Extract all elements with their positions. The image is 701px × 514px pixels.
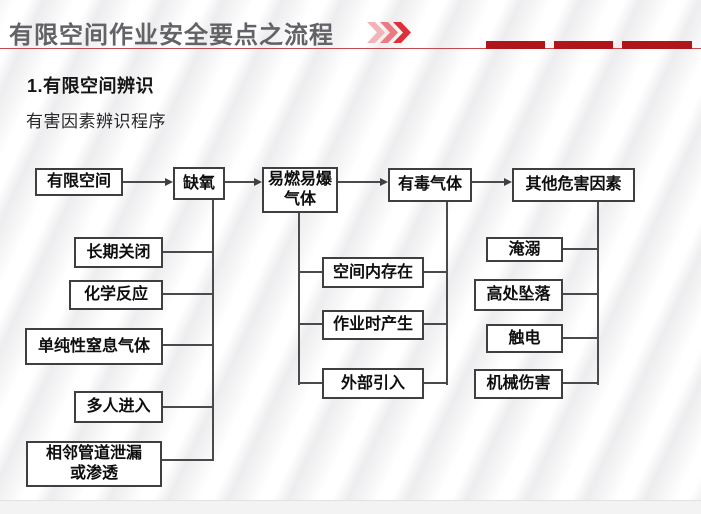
- flow-node-limited-space: 有限空间: [35, 168, 123, 196]
- header-accent-bar: [554, 41, 613, 49]
- connector-line: [562, 382, 599, 384]
- flow-node-drowning: 淹溺: [486, 237, 563, 262]
- connector-line: [298, 382, 324, 384]
- connector-line: [562, 337, 599, 339]
- flow-node-oxygen-deficiency: 缺氧: [173, 167, 225, 200]
- arrow-line: [338, 181, 382, 183]
- connector-line: [422, 271, 448, 273]
- arrow-right-icon: [254, 178, 262, 186]
- slide-title: 有限空间作业安全要点之流程: [9, 22, 334, 49]
- flow-node-toxic-gas: 有毒气体: [388, 168, 472, 202]
- page-bottom-margin: [0, 500, 701, 514]
- connector-line: [422, 323, 448, 325]
- connector-line: [162, 459, 214, 461]
- flow-node-electric-shock: 触电: [486, 324, 563, 353]
- flow-node-other-hazards: 其他危害因素: [512, 168, 635, 202]
- header-underline: [0, 48, 701, 49]
- header-accent-bar: [622, 41, 692, 49]
- connector-line: [163, 293, 214, 295]
- connector-line: [298, 323, 324, 325]
- connector-line: [298, 271, 324, 273]
- header-accent-bar: [486, 41, 545, 49]
- connector-line: [163, 406, 214, 408]
- arrow-right-icon: [504, 178, 512, 186]
- flow-node-flammable-gas: 易燃易爆 气体: [262, 167, 338, 213]
- connector-line: [562, 293, 599, 295]
- connector-trunk-oxygen: [212, 199, 214, 461]
- arrow-line: [471, 181, 506, 183]
- flow-node-adjacent-pipeline-leak: 相邻管道泄漏 或渗透: [26, 441, 162, 487]
- flow-node-long-closed: 长期关闭: [74, 237, 163, 268]
- arrow-line: [225, 181, 256, 183]
- arrow-right-icon: [380, 178, 388, 186]
- flow-node-produced-during-work: 作业时产生: [322, 310, 424, 340]
- flow-node-multiple-entry: 多人进入: [74, 391, 163, 423]
- connector-line: [562, 248, 599, 250]
- arrow-right-icon: [165, 178, 173, 186]
- flow-node-external-introduction: 外部引入: [322, 368, 424, 399]
- flow-node-exists-in-space: 空间内存在: [322, 257, 424, 288]
- section-subtitle: 有害因素辨识程序: [26, 112, 166, 131]
- connector-trunk-toxic: [446, 201, 448, 385]
- flow-node-mechanical-injury: 机械伤害: [474, 369, 563, 399]
- connector-line: [422, 382, 448, 384]
- connector-line: [163, 344, 214, 346]
- triple-chevron-right-icon: [367, 22, 411, 43]
- connector-line: [163, 251, 214, 253]
- flow-node-fall-from-height: 高处坠落: [474, 279, 563, 311]
- arrow-line: [123, 181, 167, 183]
- flow-node-simple-asphyxiant-gas: 单纯性窒息气体: [25, 328, 163, 365]
- connector-trunk-flammable: [298, 211, 300, 385]
- section-heading: 1.有限空间辨识: [27, 76, 155, 96]
- flow-node-chemical-reaction: 化学反应: [69, 280, 163, 310]
